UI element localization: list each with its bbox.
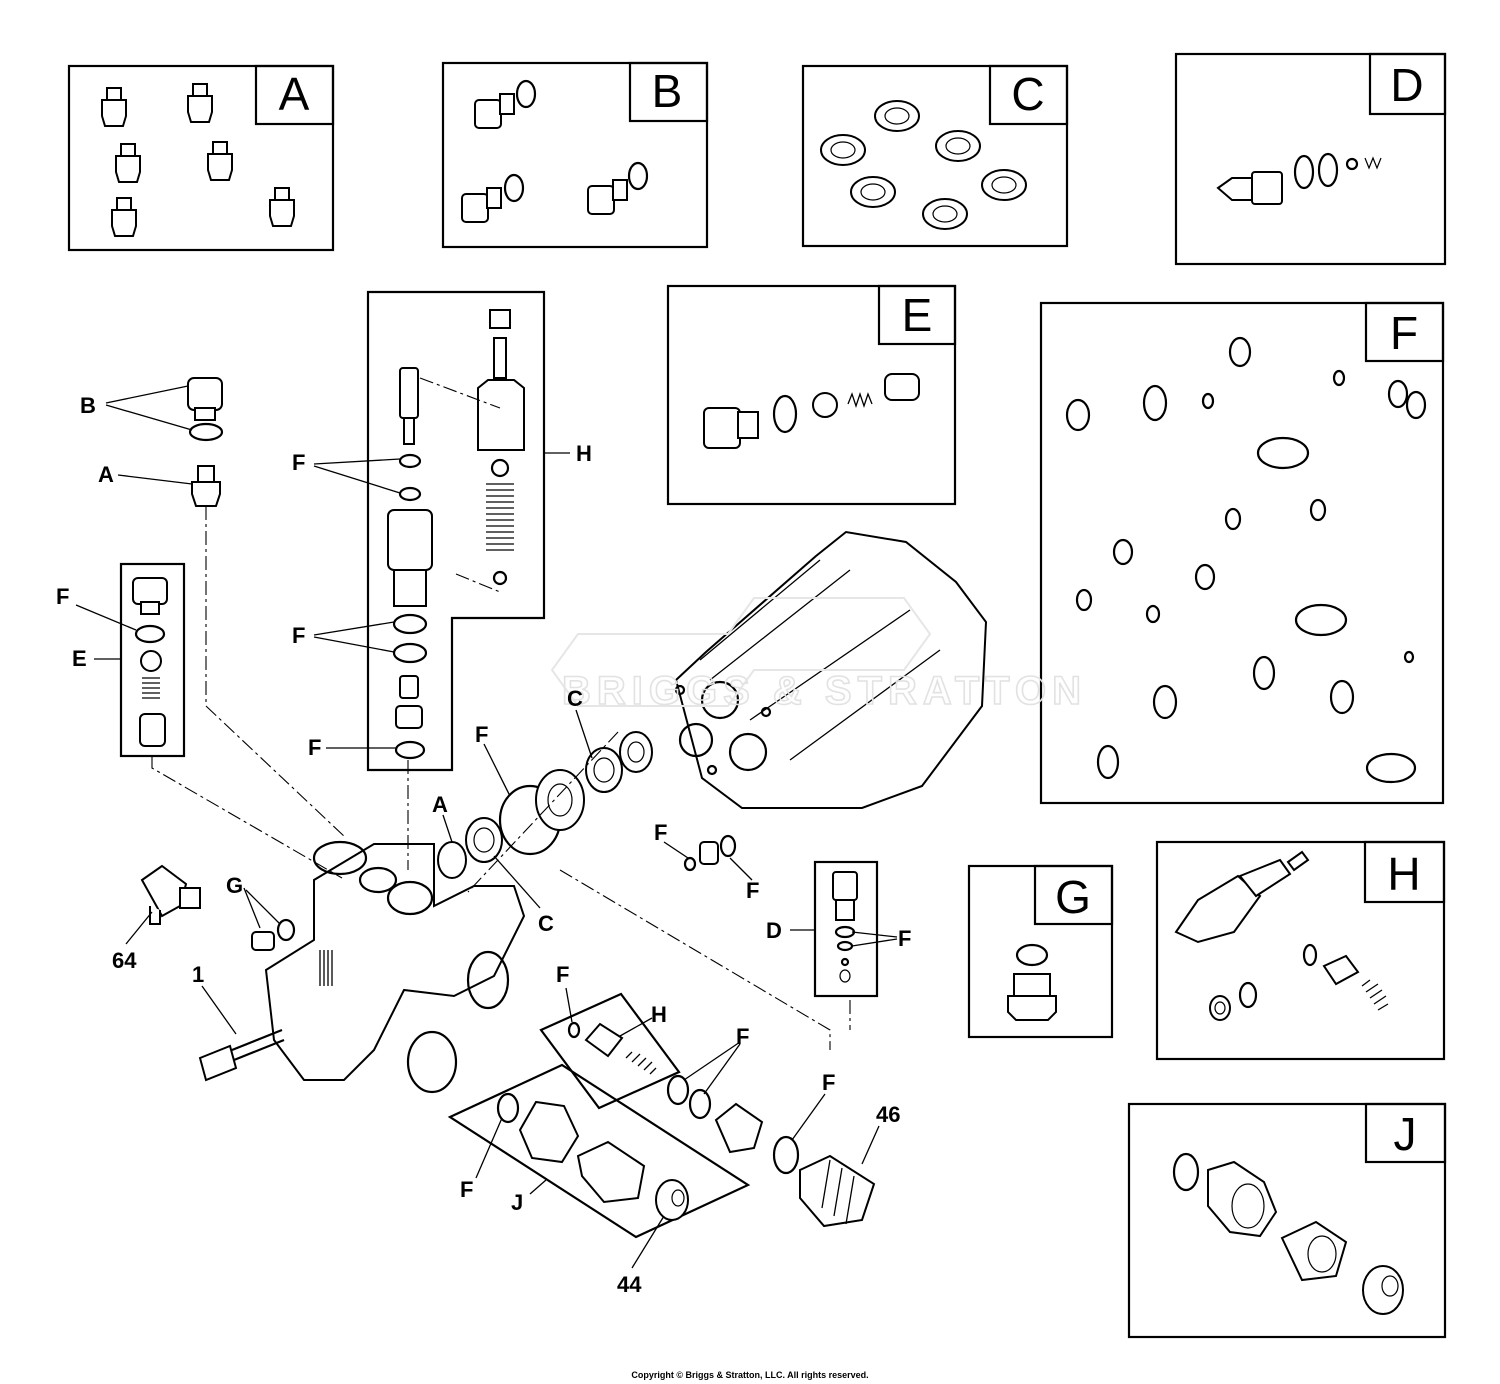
callout-f: F [460, 1177, 473, 1202]
callout-h: H [576, 441, 592, 466]
callout-1: 1 [192, 962, 204, 987]
kit-box-j: J [1127, 1102, 1447, 1339]
kit-box-f: F [1039, 301, 1445, 805]
callout-b: B [80, 393, 96, 418]
h-inline-parts [567, 1021, 657, 1075]
callout-f: F [654, 820, 667, 845]
g-plug-parts [251, 918, 296, 951]
seal-icon [820, 100, 1027, 230]
check-ball-icon [703, 373, 920, 449]
callout-f: F [292, 623, 305, 648]
callout-f: F [822, 1070, 835, 1095]
callout-d: D [766, 918, 782, 943]
unloader-valve-icon [1174, 850, 1389, 1021]
unloader-column-parts [387, 309, 525, 760]
callout-a: A [98, 462, 114, 487]
nozzle-coupler-icon [1172, 1152, 1404, 1315]
left-column-parts [132, 377, 224, 747]
inline-subassembly-frame-d [813, 860, 879, 998]
plug-washer-icon [1007, 943, 1057, 1021]
centerlines [151, 377, 851, 1050]
inline-injector-parts [832, 871, 858, 983]
callout-64: 64 [112, 948, 137, 973]
valve-subassembly-frame [366, 290, 546, 772]
kit-box-c: C [801, 64, 1069, 248]
kit-box-j-label: J [1394, 1108, 1417, 1160]
pump-manifold [264, 840, 526, 1094]
kit-box-c-label: C [1011, 68, 1044, 120]
callout-labels: B A F E F H F F C F A C F F D F G 64 1 F… [56, 393, 911, 1297]
copyright-notice: Copyright © Briggs & Stratton, LLC. All … [631, 1370, 868, 1380]
callout-f: F [736, 1024, 749, 1049]
callout-j: J [511, 1190, 523, 1215]
kit-box-a: A [67, 64, 335, 252]
kit-box-b-label: B [652, 65, 683, 117]
elbow-fitting [140, 864, 201, 925]
outlet-parts [666, 1074, 876, 1228]
callout-f: F [898, 926, 911, 951]
kit-box-d-label: D [1390, 59, 1423, 111]
callout-c: C [567, 686, 583, 711]
j-inline-parts [496, 1092, 689, 1221]
kit-box-h: H [1155, 840, 1446, 1061]
check-valve-icon [101, 83, 295, 237]
seal-stack [437, 731, 737, 879]
watermark: BRIGGS & STRATTON [550, 597, 1087, 714]
callout-e: E [72, 646, 87, 671]
callout-f: F [475, 722, 488, 747]
kit-box-e-label: E [902, 289, 933, 341]
watermark-text: BRIGGS & STRATTON [562, 669, 1087, 713]
callout-44: 44 [617, 1272, 642, 1297]
j-subassembly-frame [447, 1063, 751, 1239]
callout-46: 46 [876, 1102, 900, 1127]
callout-g: G [226, 873, 243, 898]
leader-lines [75, 385, 898, 1269]
callout-f: F [308, 735, 321, 760]
kit-box-e: E [666, 284, 957, 506]
callout-f: F [746, 878, 759, 903]
injector-valve-icon [1216, 152, 1382, 205]
kit-box-f-label: F [1390, 307, 1418, 359]
callout-c: C [538, 911, 554, 936]
plug-icon [461, 79, 649, 223]
callout-f: F [292, 450, 305, 475]
kit-box-h-label: H [1387, 848, 1420, 900]
kit-box-b: B [441, 61, 709, 249]
kit-box-g-label: G [1055, 871, 1091, 923]
callout-a: A [432, 792, 448, 817]
callout-f: F [556, 962, 569, 987]
kit-box-d: D [1174, 52, 1447, 266]
callout-h: H [651, 1002, 667, 1027]
kit-box-a-label: A [279, 68, 310, 120]
h-subassembly-frame [539, 992, 681, 1110]
o-ring-icon [1065, 336, 1427, 784]
callout-f: F [56, 584, 69, 609]
kit-box-g: G [967, 864, 1114, 1039]
manifold-bolt [198, 1028, 285, 1082]
